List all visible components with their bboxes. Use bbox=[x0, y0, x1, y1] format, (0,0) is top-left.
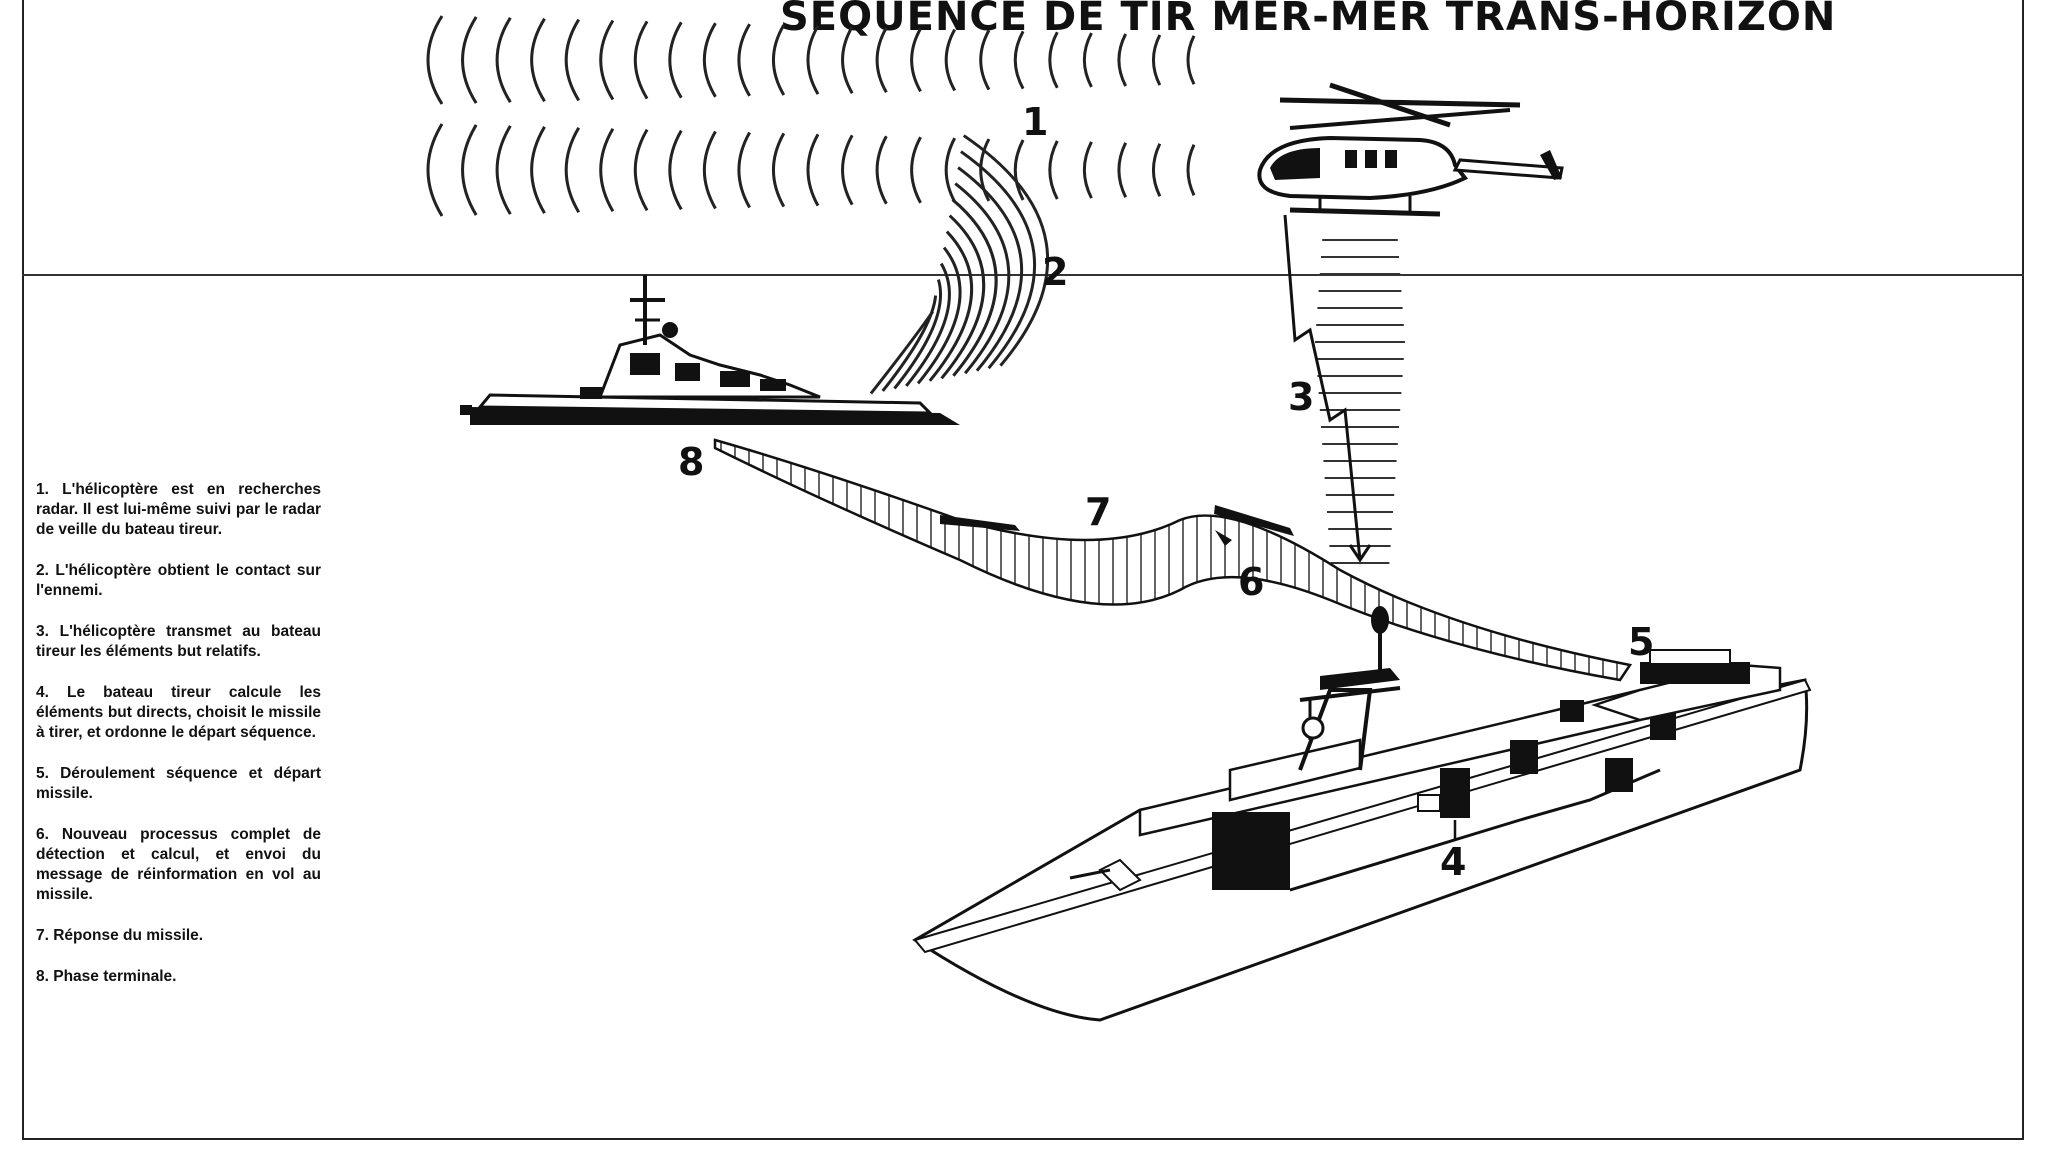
radar-waves-lower bbox=[426, 123, 1196, 217]
diagram-frame bbox=[22, 0, 2024, 1140]
radar-wave-arc bbox=[1013, 30, 1025, 90]
radar-wave-arc bbox=[564, 126, 581, 214]
radar-wave-arc bbox=[960, 150, 1036, 370]
radar-wave-arc bbox=[668, 129, 683, 211]
radar-wave-arc bbox=[1151, 143, 1162, 197]
legend: 1. L'hélicoptère est en recherches radar… bbox=[36, 480, 321, 1008]
arrow-head bbox=[1348, 544, 1372, 563]
radar-wave-arc bbox=[426, 15, 444, 105]
radar-wave-arc bbox=[910, 27, 922, 93]
radar-wave-arc bbox=[928, 230, 974, 382]
step-label-6: 6 bbox=[1238, 560, 1264, 604]
radar-wave-arc bbox=[910, 136, 922, 204]
radar-wave-arc bbox=[564, 18, 581, 102]
missile-icon bbox=[940, 505, 1294, 546]
radar-wave-arc bbox=[916, 246, 962, 385]
legend-item-3: 3. L'hélicoptère transmet au bateau tire… bbox=[36, 623, 321, 660]
radar-wave-arc bbox=[772, 132, 786, 208]
radar-wave-arc bbox=[806, 133, 820, 207]
radar-wave-arc bbox=[1082, 141, 1093, 199]
radar-wave-arc bbox=[599, 19, 615, 101]
helicopter-icon bbox=[1257, 82, 1564, 217]
radar-wave-arc bbox=[1082, 32, 1093, 88]
step-label-2: 2 bbox=[1042, 250, 1068, 294]
radar-wave-arc bbox=[495, 17, 512, 103]
step-label-5: 5 bbox=[1628, 620, 1654, 664]
radar-wave-arc bbox=[944, 137, 957, 203]
legend-item-7: 7. Réponse du missile. bbox=[36, 927, 204, 944]
step-label-4: 4 bbox=[1440, 840, 1466, 884]
step-label-3: 3 bbox=[1288, 375, 1314, 419]
legend-item-8: 8. Phase terminale. bbox=[36, 968, 177, 985]
radar-wave-arc bbox=[841, 26, 854, 94]
radar-wave-arc bbox=[1151, 34, 1162, 86]
step-label-8: 8 bbox=[678, 440, 704, 484]
transmission-beam bbox=[1283, 214, 1405, 564]
radar-wave-arc bbox=[1048, 31, 1059, 89]
radar-wave-arc bbox=[979, 138, 991, 202]
radar-wave-arc bbox=[881, 295, 938, 392]
legend-item-1: 1. L'hélicoptère est en recherches radar… bbox=[36, 481, 321, 538]
legend-item-4: 4. Le bateau tireur calcule les éléments… bbox=[36, 684, 321, 741]
legend-item-6: 6. Nouveau processus complet de détectio… bbox=[36, 826, 321, 903]
radar-wave-arc bbox=[875, 26, 888, 94]
radar-wave-arc bbox=[772, 24, 786, 96]
radar-wave-arc bbox=[530, 126, 546, 214]
firing-ship-icon bbox=[912, 606, 1812, 1022]
radar-wave-arc bbox=[893, 279, 943, 390]
radar-wave-arc bbox=[737, 131, 751, 209]
radar-wave-arc bbox=[530, 17, 546, 103]
radar-wave-arc bbox=[702, 130, 717, 210]
radar-wave-arc bbox=[1117, 33, 1127, 87]
radar-wave-arc bbox=[869, 310, 935, 395]
radar-wave-arc bbox=[1186, 35, 1196, 85]
legend-item-5: 5. Déroulement séquence et départ missil… bbox=[36, 765, 321, 802]
radar-wave-arc bbox=[461, 124, 478, 216]
radar-wave-arc bbox=[905, 262, 951, 387]
radar-wave-arc bbox=[951, 198, 998, 377]
diagram-title: SEQUENCE DE TIR MER-MER TRANS-HORIZON bbox=[780, 0, 1837, 40]
radar-wave-arc bbox=[944, 28, 957, 92]
radar-wave-arc bbox=[461, 16, 478, 104]
radar-wave-arc bbox=[633, 20, 649, 100]
step-label-1: 1 bbox=[1022, 100, 1048, 144]
radar-wave-arc bbox=[1186, 144, 1196, 196]
radar-wave-arc bbox=[702, 22, 717, 98]
radar-wave-arc bbox=[875, 135, 888, 205]
radar-wave-arc bbox=[737, 23, 751, 97]
radar-wave-arc bbox=[957, 166, 1024, 372]
radar-wave-arc bbox=[962, 134, 1050, 367]
radar-wave-arc bbox=[1013, 139, 1025, 201]
radar-waves-upper bbox=[426, 15, 1196, 105]
radar-wave-arc bbox=[599, 127, 615, 213]
step-label-7: 7 bbox=[1085, 490, 1111, 534]
radar-wave-arc bbox=[806, 25, 820, 95]
radar-wave-arc bbox=[841, 134, 854, 206]
radar-wave-arc bbox=[426, 123, 444, 217]
radar-wave-arc bbox=[940, 214, 986, 380]
radar-wave-arc bbox=[979, 29, 991, 91]
radar-wave-arc bbox=[954, 182, 1011, 375]
missile-trajectory bbox=[713, 438, 1633, 682]
radar-wave-arc bbox=[633, 128, 649, 212]
legend-item-2: 2. L'hélicoptère obtient le contact sur … bbox=[36, 562, 321, 599]
radar-wave-arc bbox=[1048, 140, 1059, 200]
radar-wave-arc bbox=[495, 125, 512, 215]
radar-wave-arc bbox=[1117, 142, 1127, 198]
lightning-bolt bbox=[1283, 214, 1362, 561]
enemy-ship-icon bbox=[460, 275, 960, 425]
radar-wave-arc bbox=[668, 21, 683, 99]
radar-waves-contact bbox=[869, 134, 1050, 395]
